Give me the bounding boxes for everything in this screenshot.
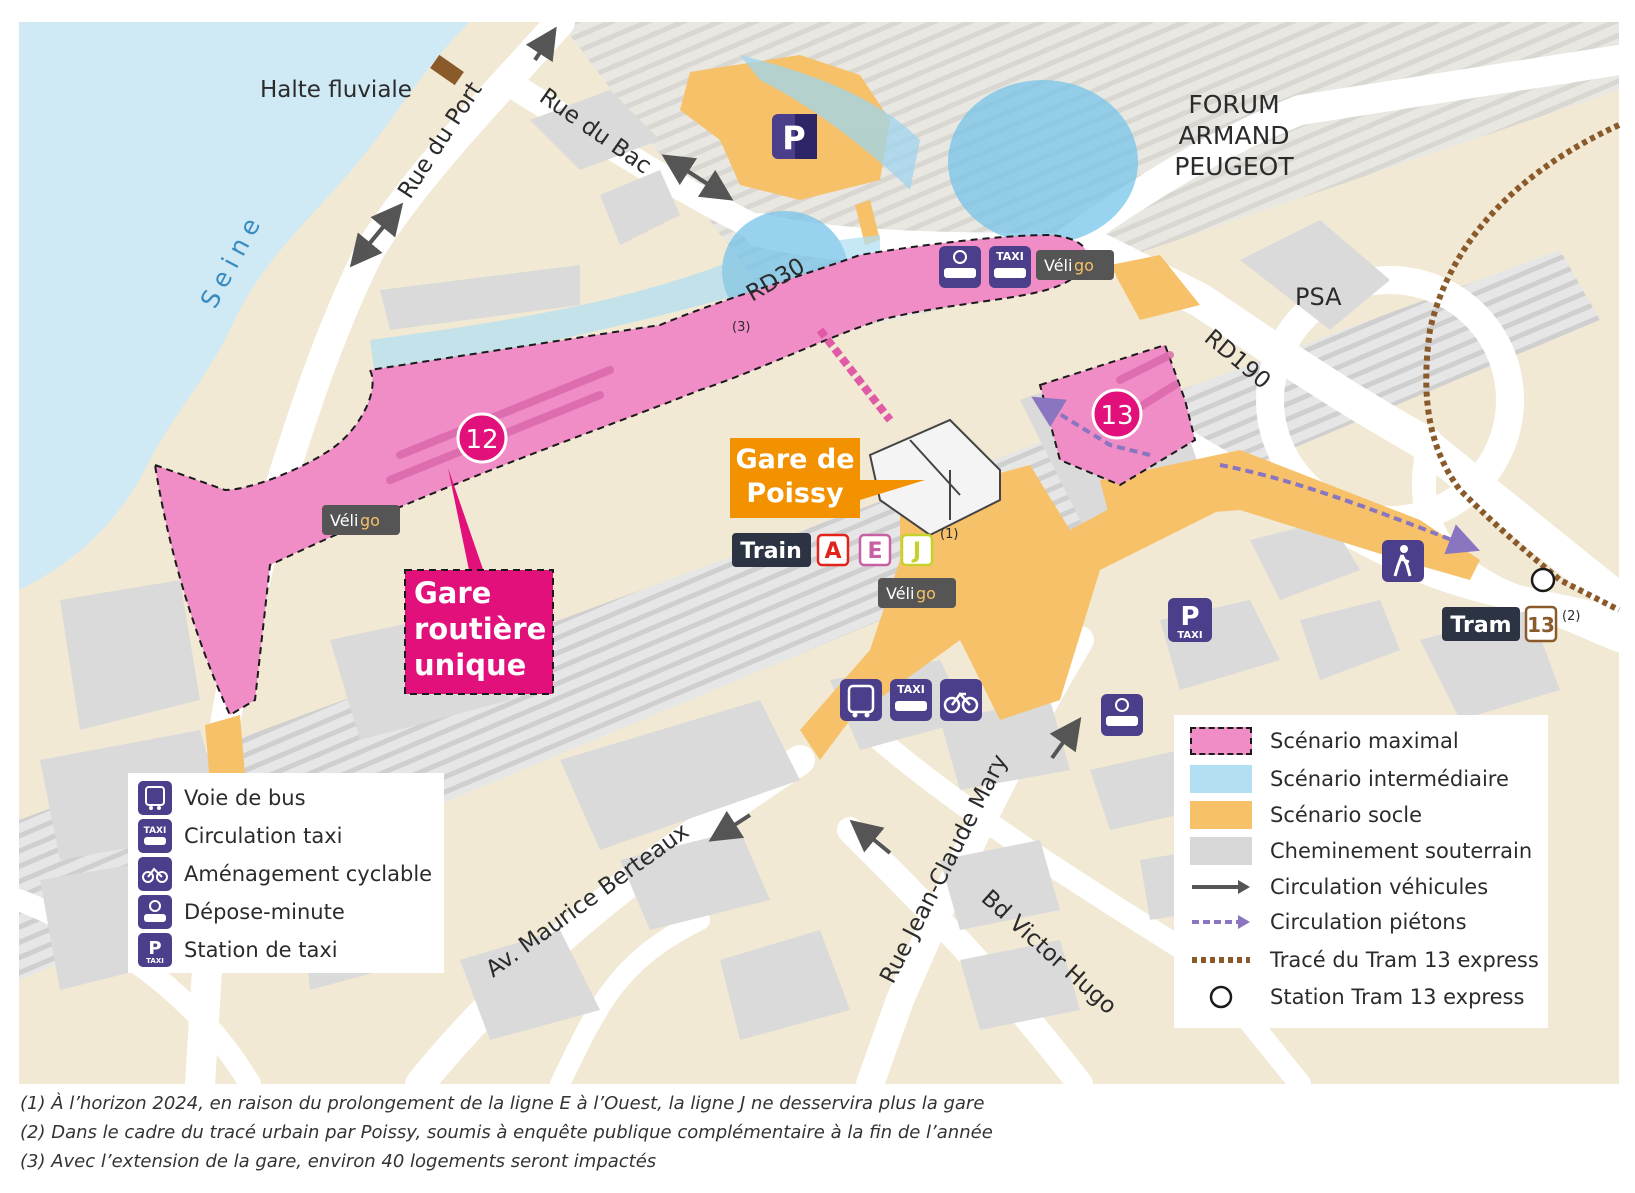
veligo-text-2: go [916, 584, 936, 603]
gare-routiere-pointer [448, 468, 485, 575]
gare-de-poissy-label: Gare de Poissy [730, 438, 860, 518]
pedestrian-arrows [1031, 396, 1480, 555]
forum-line-3: PEUGEOT [1174, 152, 1294, 181]
note-3-label: (3) [732, 320, 750, 335]
rer-e-badge: E [858, 533, 892, 567]
tram-badge: Tram [1442, 607, 1520, 641]
tram-line-number: 13 [1527, 613, 1555, 637]
parking-letter: P [782, 119, 805, 157]
tram-13-route [1423, 122, 1621, 613]
pink-walkway-link [816, 327, 894, 423]
train-j-badge: J [900, 533, 934, 567]
gare-routiere-line-2: routière [414, 612, 546, 646]
zone-12-marker: 12 [456, 412, 508, 464]
veligo-text: Véli [886, 584, 914, 603]
veligo-badge: Véli go [878, 578, 956, 608]
psa-label: PSA [1295, 283, 1342, 311]
taxi-word: TAXI [897, 683, 925, 696]
drop-off-icon [1101, 694, 1143, 736]
line-a-letter: A [824, 539, 841, 564]
veligo-badge: Véli go [322, 505, 400, 535]
gare-routiere-line-1: Gare [414, 576, 491, 610]
veligo-text-2: go [1074, 256, 1094, 275]
line-j-letter: J [911, 539, 921, 564]
gare-routiere-label: Gare routière unique [404, 569, 554, 695]
tram-label: Tram [1450, 613, 1511, 638]
tram-13-station [1530, 567, 1556, 593]
train-label: Train [740, 539, 802, 564]
taxi-station-letter: P [1180, 602, 1199, 632]
taxi-icon: TAXI [890, 679, 932, 721]
veligo-text: Véli [1044, 256, 1072, 275]
drop-off-icon [939, 246, 981, 288]
zone-13-marker: 13 [1091, 388, 1143, 440]
taxi-word: TAXI [996, 250, 1024, 263]
veligo-badge: Véli go [1036, 250, 1114, 280]
halte-fluviale-marker [430, 54, 464, 86]
bus-lane-icon [840, 679, 882, 721]
zone-12-label: 12 [465, 425, 498, 455]
gare-routiere-line-3: unique [414, 648, 526, 682]
gare-name-line-1: Gare de [735, 444, 854, 475]
station-note-1: (1) [940, 527, 958, 542]
bicycle-icon [940, 679, 982, 721]
tram-note-2: (2) [1562, 609, 1580, 624]
vehicle-arrows [349, 26, 1082, 855]
tram-13-line-badge: 13 [1524, 605, 1558, 643]
forum-line-1: FORUM [1188, 90, 1279, 119]
taxi-station-icon: P TAXI [1168, 598, 1212, 642]
station-building [868, 418, 1001, 537]
train-badge: Train [732, 533, 811, 567]
zone-13-label: 13 [1100, 401, 1133, 431]
pedestrian-icon [1382, 540, 1424, 582]
rer-a-badge: A [816, 533, 850, 567]
parking-icon: P [772, 114, 817, 159]
forum-line-2: ARMAND [1178, 121, 1289, 150]
line-e-letter: E [867, 539, 882, 564]
veligo-text-2: go [360, 511, 380, 530]
taxi-station-word: TAXI [1177, 630, 1202, 641]
halte-fluviale-label: Halte fluviale [260, 77, 412, 103]
gare-name-line-2: Poissy [746, 478, 844, 509]
gare-callout-pointer [860, 480, 925, 500]
veligo-text: Véli [330, 511, 358, 530]
taxi-icon: TAXI [989, 246, 1031, 288]
seine-river [19, 22, 470, 590]
